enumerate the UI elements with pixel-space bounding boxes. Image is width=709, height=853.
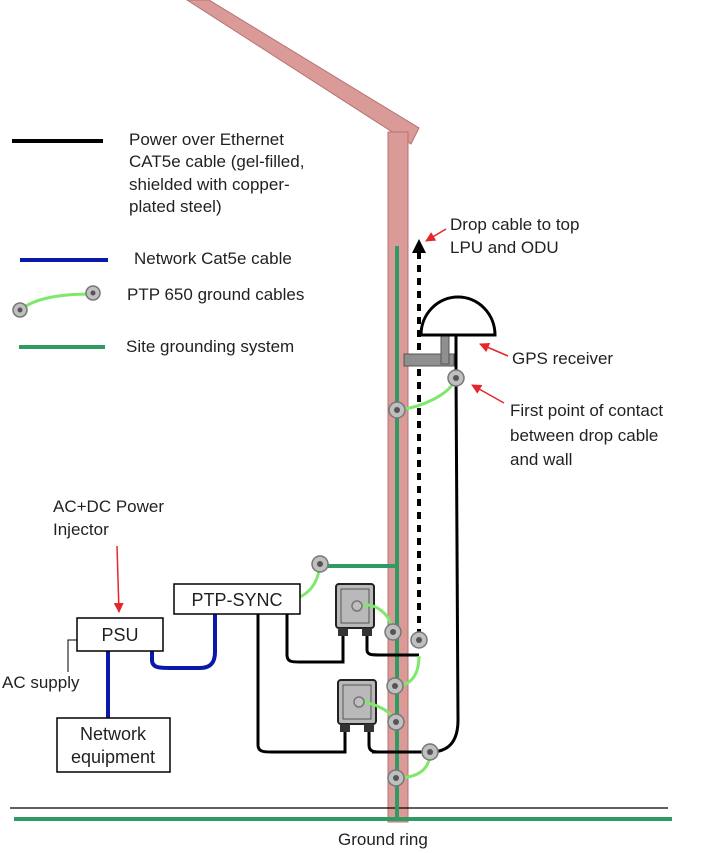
network-equipment-box: Network equipment <box>56 717 171 773</box>
power-injector-label-1: AC+DC Power <box>53 497 164 516</box>
gps-poe-cable <box>372 335 460 754</box>
gps-dome <box>419 295 497 337</box>
network-equipment-label-1: Network <box>80 724 147 744</box>
first-contact-label-2: between drop cable <box>510 426 658 445</box>
site-grounding-branch <box>318 564 397 568</box>
ac-supply-label: AC supply <box>2 673 80 692</box>
legend-site-grounding-label: Site grounding system <box>126 337 294 356</box>
poe-cable-to-top-lpu <box>285 614 345 664</box>
legend-poe-line-2: CAT5e cable (gel-filled, <box>129 152 304 171</box>
legend-ground-cables-label: PTP 650 ground cables <box>127 285 304 304</box>
gps-receiver <box>403 295 497 367</box>
psu-label: PSU <box>101 625 138 645</box>
legend-poe-line-1: Power over Ethernet <box>129 130 284 149</box>
ptp-sync-box: PTP-SYNC <box>173 583 301 615</box>
gps-receiver-label: GPS receiver <box>512 349 613 368</box>
roof <box>186 0 420 145</box>
drop-cable-label-1: Drop cable to top <box>450 215 579 234</box>
first-contact-label-1: First point of contact <box>510 401 663 420</box>
first-contact-label-3: and wall <box>510 450 572 469</box>
lug-lpu-bottom <box>353 696 365 708</box>
poe-cable-to-bottom-lpu <box>256 614 347 754</box>
psu-box: PSU <box>76 617 164 652</box>
legend-poe-line-3: shielded with copper- <box>129 175 290 194</box>
ptp-sync-label: PTP-SYNC <box>191 590 282 610</box>
lug-lpu-top <box>351 600 363 612</box>
legend-network-label: Network Cat5e cable <box>134 249 292 268</box>
ground-ring-label: Ground ring <box>338 830 428 849</box>
gps-bracket-post <box>440 333 450 365</box>
network-cable-psu-ptpsync <box>150 614 217 670</box>
gps-receiver-arrow <box>479 342 509 357</box>
ac-supply-line <box>67 639 77 672</box>
first-contact-arrow <box>471 384 505 404</box>
power-injector-label-2: Injector <box>53 520 109 539</box>
poe-cable-bottom-lpu-up <box>367 732 430 754</box>
drop-cable-arrow <box>425 228 447 242</box>
legend-ground-cable-swatch <box>19 292 93 312</box>
power-injector-arrow <box>113 545 124 613</box>
poe-cable-top-lpu-to-drop <box>365 636 419 657</box>
drop-cable-label-2: LPU and ODU <box>450 238 559 257</box>
network-equipment-label-2: equipment <box>71 747 155 767</box>
building <box>186 0 420 823</box>
legend: Power over Ethernet CAT5e cable (gel-fil… <box>12 130 304 356</box>
legend-poe-line-4: plated steel) <box>129 197 222 216</box>
